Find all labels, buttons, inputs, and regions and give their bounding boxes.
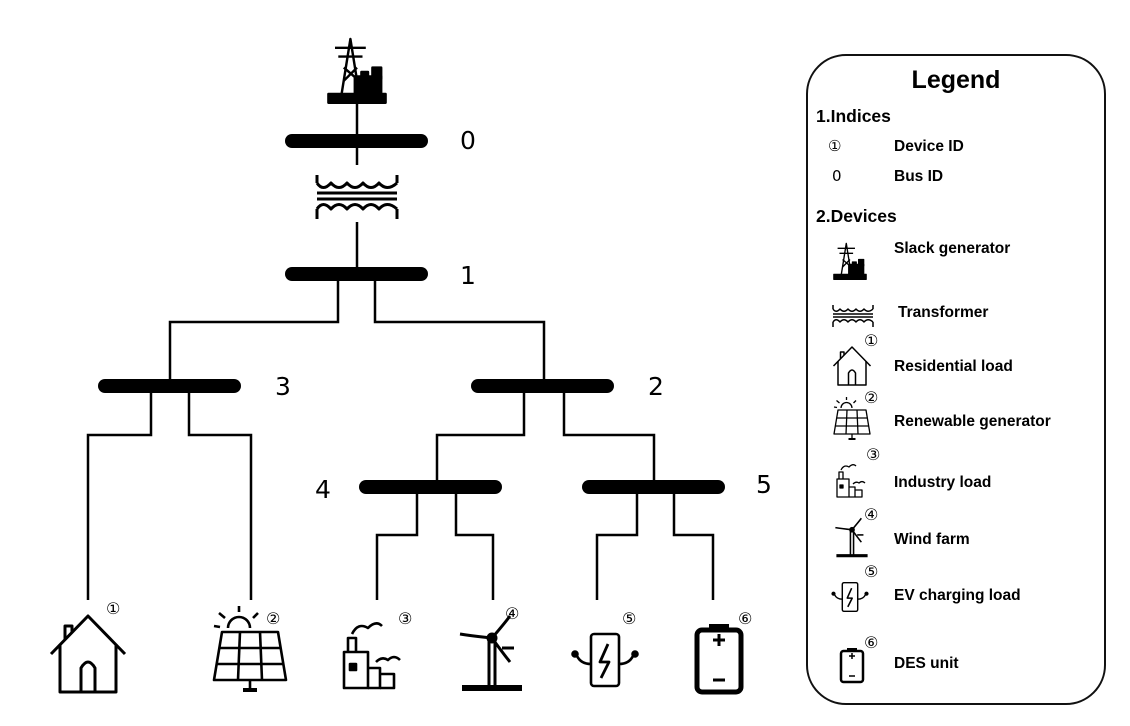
legend-badge-1: ① bbox=[864, 331, 878, 350]
legend-badge-6: ⑥ bbox=[864, 633, 878, 652]
device-id-1: ① bbox=[106, 599, 120, 618]
legend-factory-icon bbox=[836, 464, 866, 498]
legend-label-des-unit: DES unit bbox=[894, 655, 959, 672]
legend-label-residential-load: Residential load bbox=[894, 358, 1013, 375]
connection-lines bbox=[86, 103, 715, 600]
legend-badge-4: ④ bbox=[864, 505, 878, 524]
bus-label-3: 3 bbox=[275, 372, 291, 401]
battery-icon bbox=[697, 624, 741, 692]
legend-bus-id-label: Bus ID bbox=[894, 168, 944, 185]
legend-transformer-icon bbox=[832, 304, 874, 328]
legend-badge-5: ⑤ bbox=[864, 562, 878, 581]
legend-slack-generator-icon bbox=[833, 242, 867, 281]
factory-icon bbox=[342, 622, 402, 690]
legend-label-renewable-generator: Renewable generator bbox=[894, 413, 1051, 430]
legend-label-ev-charging-load: EV charging load bbox=[894, 587, 1021, 604]
ev-charger-icon bbox=[571, 632, 639, 688]
device-id-6: ⑥ bbox=[738, 609, 752, 628]
legend-label-slack-generator: Slack generator bbox=[894, 240, 1011, 257]
slack-generator-icon bbox=[327, 37, 387, 105]
legend-section-indices: 1.Indices bbox=[816, 106, 891, 126]
legend-label-transformer: Transformer bbox=[898, 304, 989, 321]
legend-box: Legend 1.Indices ① Device ID 0 Bus ID 2.… bbox=[806, 54, 1106, 705]
legend-ev-charger-icon bbox=[831, 581, 869, 613]
legend-device-id-label: Device ID bbox=[894, 138, 964, 155]
legend-bus-id-symbol: 0 bbox=[832, 167, 842, 185]
legend-label-wind-farm: Wind farm bbox=[894, 531, 970, 548]
device-id-2: ② bbox=[266, 609, 280, 628]
legend-title: Legend bbox=[911, 66, 1001, 94]
device-id-3: ③ bbox=[398, 609, 412, 628]
legend-battery-icon bbox=[839, 646, 865, 684]
legend-section-devices: 2.Devices bbox=[816, 206, 897, 226]
bus-label-5: 5 bbox=[756, 470, 772, 499]
bus-label-4: 4 bbox=[315, 475, 331, 504]
bus-label-0: 0 bbox=[460, 126, 476, 155]
device-id-5: ⑤ bbox=[622, 609, 636, 628]
legend-device-id-symbol: ① bbox=[828, 137, 842, 155]
device-id-4: ④ bbox=[505, 604, 519, 623]
legend-house-icon bbox=[832, 346, 872, 386]
legend-badge-3: ③ bbox=[866, 445, 880, 464]
bus-label-2: 2 bbox=[648, 372, 664, 401]
legend-badge-2: ② bbox=[864, 388, 878, 407]
wind-turbine-icon bbox=[460, 616, 522, 688]
house-icon bbox=[49, 614, 127, 694]
bus-bars bbox=[98, 134, 725, 494]
legend-label-industry-load: Industry load bbox=[894, 474, 992, 491]
legend-icons: ① ② ③ ④ ⑤ ⑥ bbox=[831, 242, 880, 684]
legend-wind-turbine-icon bbox=[833, 516, 870, 558]
bus-label-1: 1 bbox=[460, 261, 476, 290]
transformer-icon bbox=[315, 173, 399, 221]
